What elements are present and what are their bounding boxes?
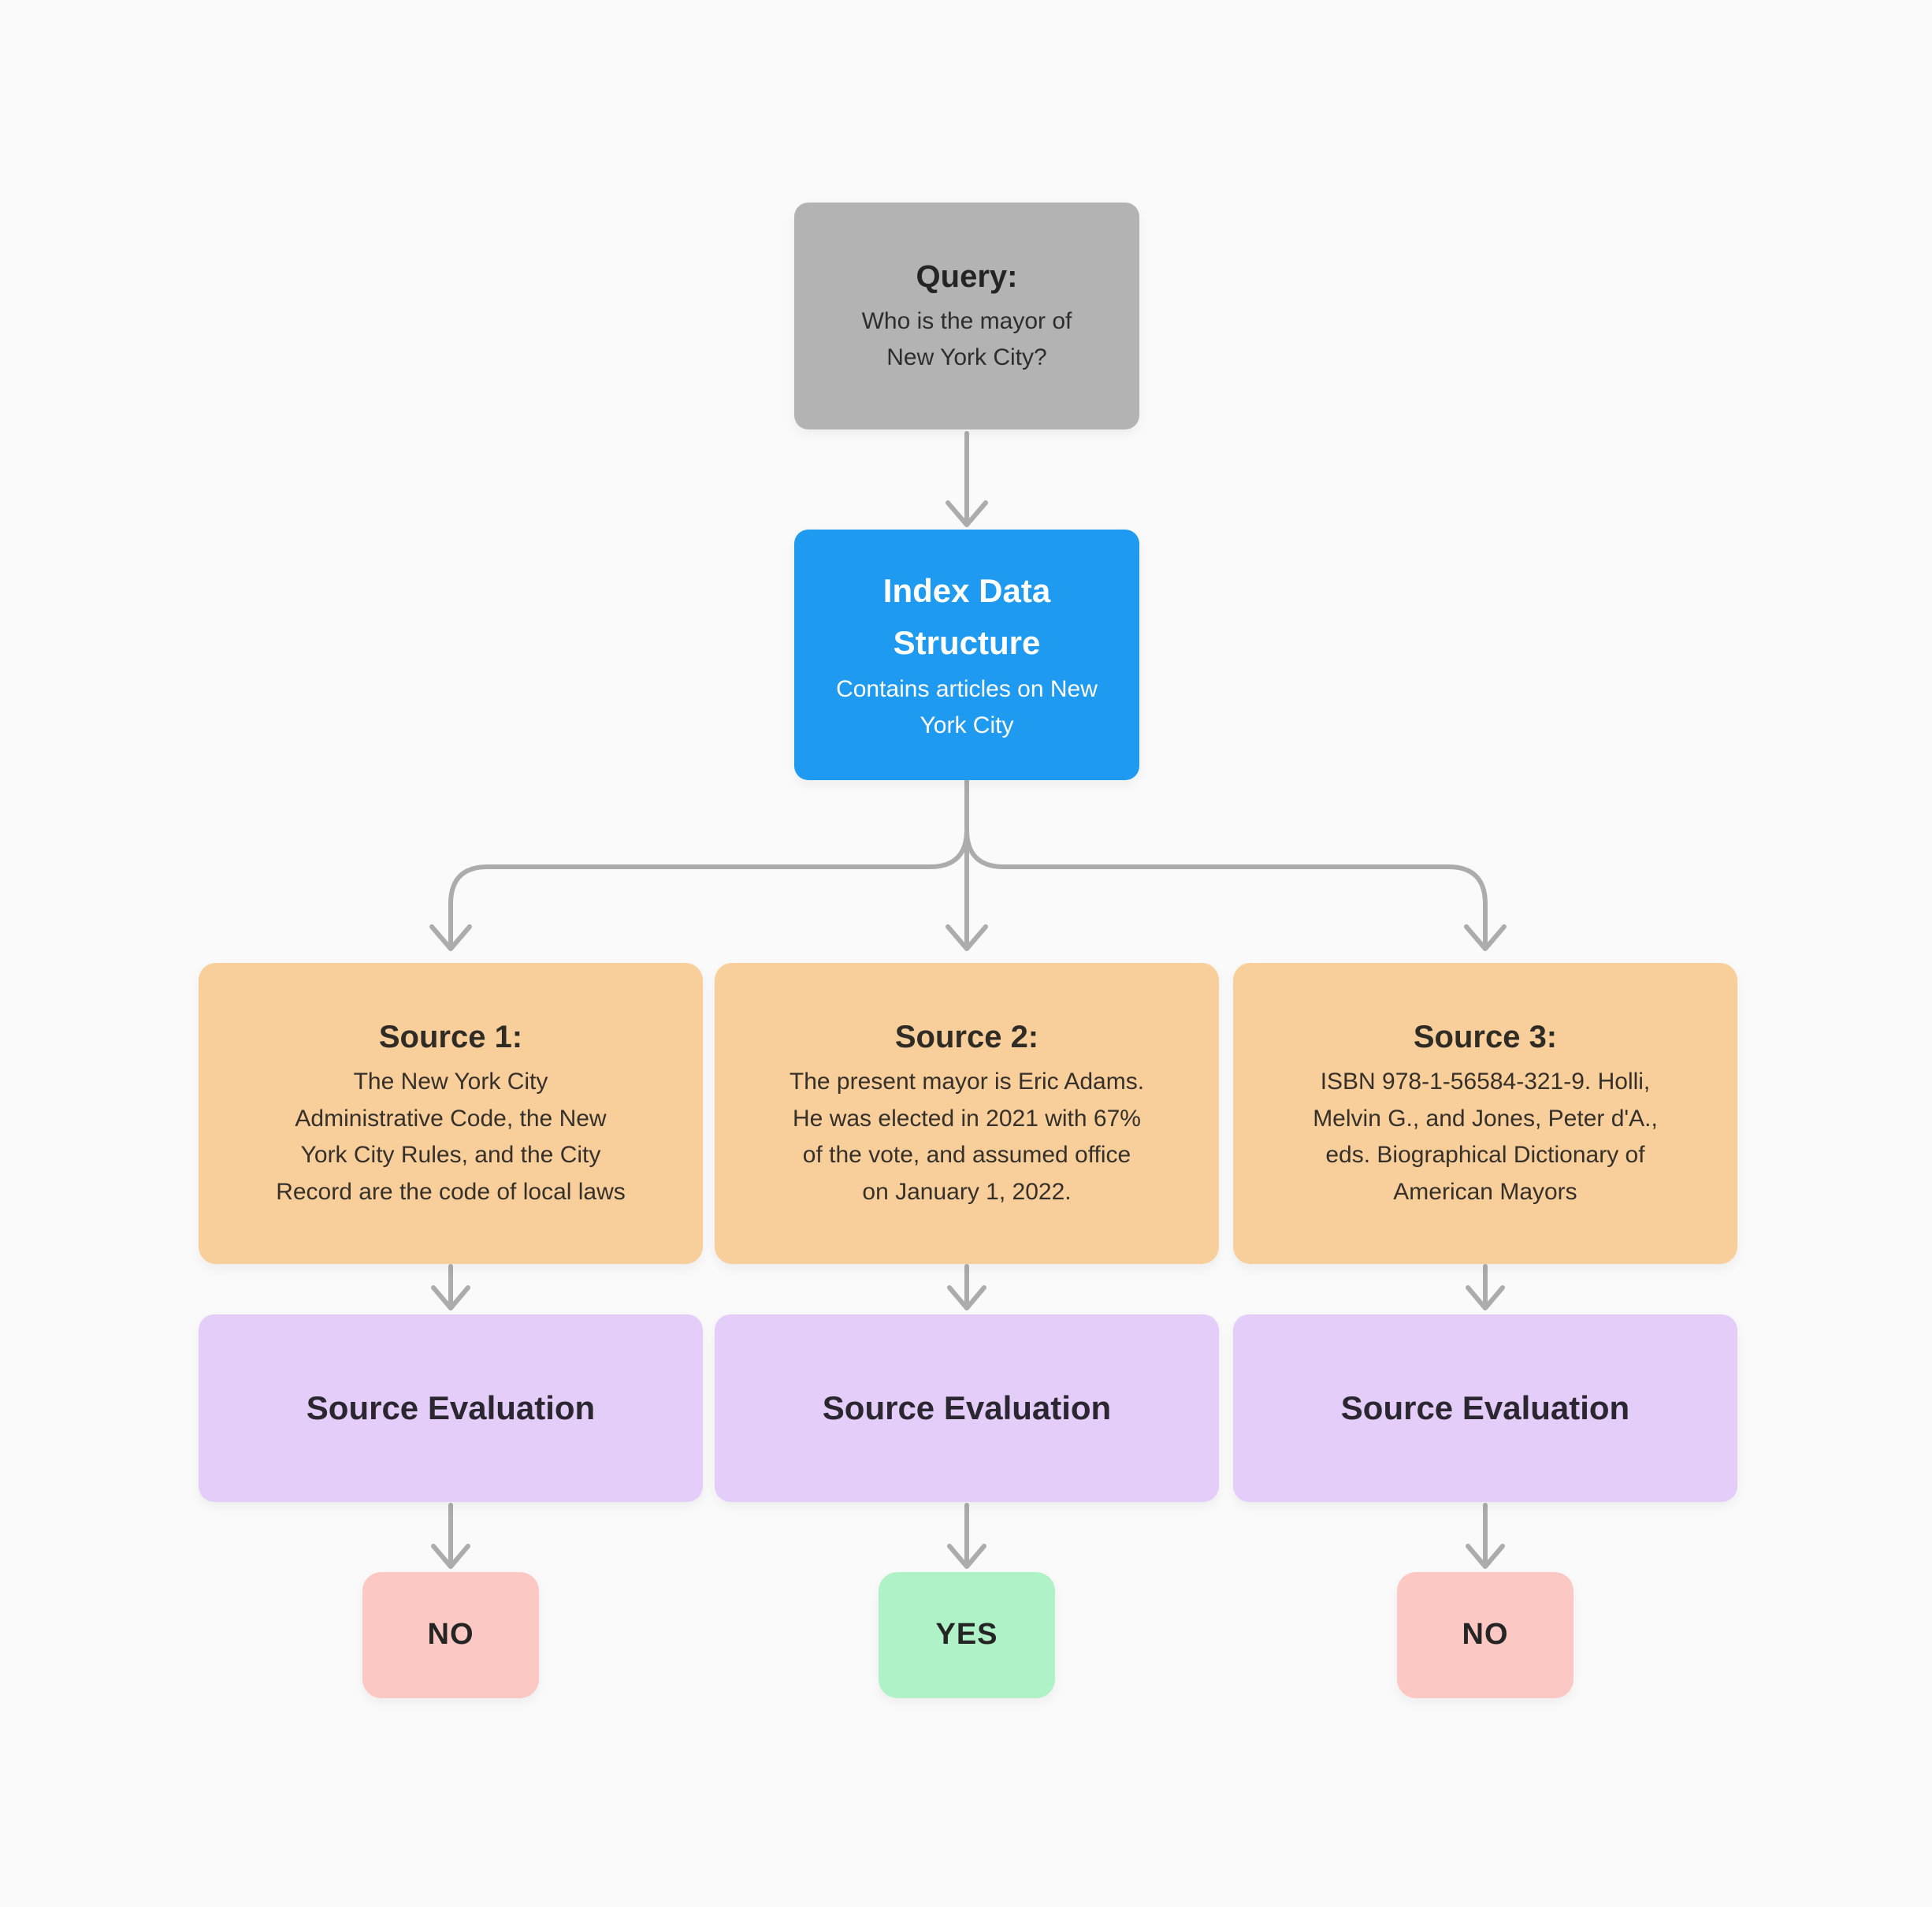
arrow-source3-to-eval xyxy=(1466,1264,1505,1310)
query-box: Query: Who is the mayor of New York City… xyxy=(794,203,1139,429)
arrow-source1-to-eval xyxy=(431,1264,470,1310)
arrow-index-to-source-3 xyxy=(964,779,1507,951)
source-2-result-box: YES xyxy=(879,1572,1055,1698)
source-1-evaluation-label: Source Evaluation xyxy=(306,1388,596,1426)
source-3-evaluation-label: Source Evaluation xyxy=(1340,1388,1630,1426)
source-2-title: Source 2: xyxy=(894,1020,1039,1054)
arrow-eval3-to-result xyxy=(1466,1503,1505,1569)
source-3-text: ISBN 978-1-56584-321-9. Holli, Melvin G.… xyxy=(1313,1069,1658,1205)
arrow-index-to-source-2 xyxy=(946,779,988,951)
source-2-result-label: YES xyxy=(935,1618,998,1652)
source-2-text: The present mayor is Eric Adams. He was … xyxy=(789,1069,1145,1205)
source-3-result-box: NO xyxy=(1397,1572,1573,1698)
source-3-box: Source 3: ISBN 978-1-56584-321-9. Holli,… xyxy=(1233,963,1737,1264)
query-title: Query: xyxy=(916,258,1018,294)
arrow-eval2-to-result xyxy=(947,1503,986,1569)
arrow-source2-to-eval xyxy=(947,1264,986,1310)
index-text: Contains articles on New York City xyxy=(836,675,1098,739)
arrow-query-to-index xyxy=(946,431,988,527)
source-1-result-box: NO xyxy=(362,1572,539,1698)
source-1-result-label: NO xyxy=(427,1618,474,1652)
source-2-evaluation-label: Source Evaluation xyxy=(822,1388,1112,1426)
source-3-result-label: NO xyxy=(1462,1618,1509,1652)
source-3-title: Source 3: xyxy=(1413,1020,1558,1054)
arrow-index-to-source-1 xyxy=(429,779,969,951)
source-2-evaluation-box: Source Evaluation xyxy=(715,1314,1219,1502)
source-1-title: Source 1: xyxy=(378,1020,523,1054)
source-2-box: Source 2: The present mayor is Eric Adam… xyxy=(715,963,1219,1264)
source-1-box: Source 1: The New York City Administrati… xyxy=(199,963,703,1264)
source-1-text: The New York City Administrative Code, t… xyxy=(276,1069,626,1205)
index-title: Index Data Structure xyxy=(882,572,1051,661)
source-1-evaluation-box: Source Evaluation xyxy=(199,1314,703,1502)
source-3-evaluation-box: Source Evaluation xyxy=(1233,1314,1737,1502)
index-data-structure-box: Index Data Structure Contains articles o… xyxy=(794,530,1139,780)
query-text: Who is the mayor of New York City? xyxy=(861,307,1072,371)
arrow-eval1-to-result xyxy=(431,1503,470,1569)
